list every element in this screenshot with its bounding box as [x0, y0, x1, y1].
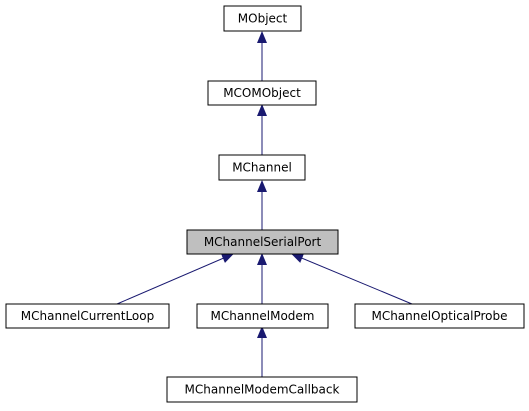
node-mchannel-serial-port[interactable]: MChannelSerialPort	[186, 229, 339, 255]
node-box	[223, 5, 302, 32]
node-label: MChannelModemCallback	[185, 383, 340, 397]
node-box	[354, 303, 525, 329]
node-label: MObject	[238, 12, 288, 26]
node-label: MChannel	[232, 161, 292, 175]
node-label: MCOMObject	[223, 86, 301, 100]
node-box	[5, 303, 170, 329]
node-mchannel-modem-callback[interactable]: MChannelModemCallback	[166, 376, 358, 403]
node-label: MChannelSerialPort	[204, 235, 322, 249]
node-mchannel-current-loop[interactable]: MChannelCurrentLoop	[5, 303, 170, 329]
node-label: MChannelOpticalProbe	[371, 309, 507, 323]
node-mchannel[interactable]: MChannel	[218, 154, 306, 181]
edges	[116, 31, 413, 377]
node-box-highlighted	[186, 229, 339, 255]
node-box	[166, 376, 358, 403]
node-box	[218, 154, 306, 181]
node-box	[196, 303, 329, 329]
node-mobject[interactable]: MObject	[223, 5, 302, 32]
node-box	[207, 80, 317, 106]
edge-mchannel-current-loop-to-mchannel-serial-port	[116, 253, 234, 305]
node-label: MChannelCurrentLoop	[21, 309, 154, 323]
edge-mchannel-optical-probe-to-mchannel-serial-port	[291, 253, 413, 305]
node-mcomobject[interactable]: MCOMObject	[207, 80, 317, 106]
node-mchannel-optical-probe[interactable]: MChannelOpticalProbe	[354, 303, 525, 329]
node-label: MChannelModem	[210, 309, 314, 323]
node-mchannel-modem[interactable]: MChannelModem	[196, 303, 329, 329]
